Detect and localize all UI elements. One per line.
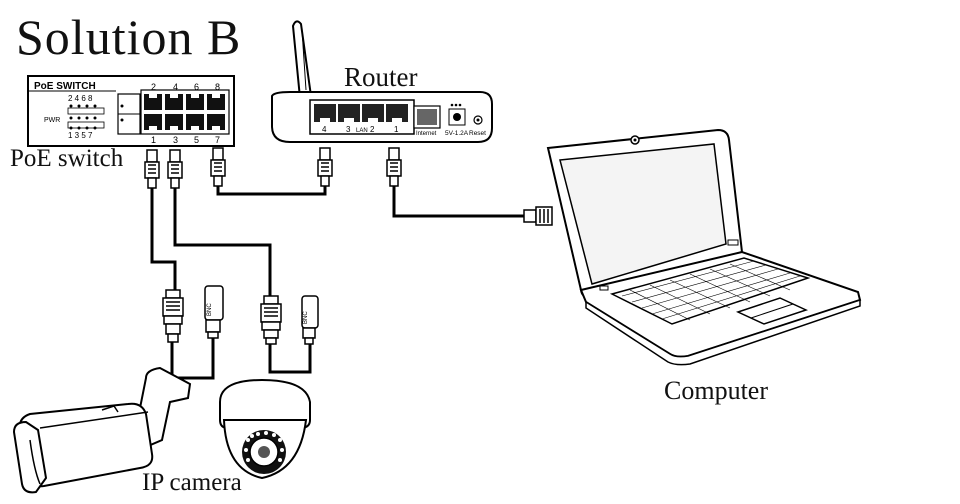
poe-pwr-label: PWR xyxy=(44,117,60,124)
router-antenna xyxy=(291,20,313,100)
dome-connector-mark: BNC xyxy=(303,311,309,324)
poe-port-num-1: 1 xyxy=(151,135,156,145)
router-port-num-1: 1 xyxy=(394,125,399,134)
cable-switch-to-router xyxy=(216,186,327,196)
dome-camera-base xyxy=(219,378,311,429)
router-port-num-3: 3 xyxy=(346,125,351,134)
poe-rj45-ports xyxy=(144,94,225,130)
poe-port-8 xyxy=(207,94,225,110)
poe-port-4 xyxy=(165,94,183,110)
keyboard-keys xyxy=(621,260,801,321)
dome-camera-splitter: BNC xyxy=(260,295,319,345)
plug-poe-uplink xyxy=(210,147,226,187)
router-lan-label: LAN xyxy=(356,128,368,134)
cables xyxy=(150,186,524,380)
cable-bullet-splitter xyxy=(170,335,215,380)
router-port-num-2: 2 xyxy=(370,125,375,134)
poe-status-leds xyxy=(69,104,97,130)
dome-camera-ir-leds xyxy=(244,431,284,462)
poe-led-top-numbers: 2 4 6 8 xyxy=(68,94,93,103)
ip-camera-label: IP camera xyxy=(142,469,242,496)
poe-port-num-7: 7 xyxy=(215,135,220,145)
bullet-camera-splitter: BNC xyxy=(162,285,224,343)
plug-poe-2 xyxy=(167,149,183,189)
poe-port-num-5: 5 xyxy=(194,135,199,145)
poe-port-num-2: 2 xyxy=(151,82,156,92)
cable-router-to-computer xyxy=(392,186,524,218)
poe-switch: PoE SWITCH 2 4 6 8 PWR 1 3 5 7 2 4 6 8 1… xyxy=(27,75,235,147)
poe-port-2 xyxy=(144,94,162,110)
laptop-ethernet-plug xyxy=(523,206,553,226)
router-internet-label: Internet xyxy=(416,131,437,137)
laptop-computer xyxy=(523,128,862,366)
router: 4 3 LAN 2 1 Internet 5V-1.2A Reset xyxy=(271,20,493,143)
bullet-connector-mark: BNC xyxy=(207,303,213,316)
poe-port-7 xyxy=(207,114,225,130)
page-title: Solution B xyxy=(16,9,242,65)
plug-router-computer xyxy=(386,147,402,187)
plug-poe-1 xyxy=(144,149,160,189)
router-reset-label: Reset xyxy=(469,130,486,137)
router-power-jack xyxy=(453,113,461,121)
poe-port-3 xyxy=(165,114,183,130)
bullet-camera-hood xyxy=(12,420,48,494)
poe-led-bottom-numbers: 1 3 5 7 xyxy=(68,131,93,140)
poe-port-5 xyxy=(186,114,204,130)
router-power-label: 5V-1.2A xyxy=(445,130,469,137)
router-label: Router xyxy=(344,62,418,92)
router-port-num-4: 4 xyxy=(322,125,327,134)
poe-port-num-3: 3 xyxy=(173,135,178,145)
poe-port-6 xyxy=(186,94,204,110)
cable-dome-splitter xyxy=(268,340,312,374)
router-internet-port xyxy=(417,109,437,125)
rj45-plugs-top xyxy=(144,147,402,189)
poe-port-1 xyxy=(144,114,162,130)
laptop-screen xyxy=(559,143,727,285)
bullet-camera xyxy=(12,366,192,494)
poe-switch-label: PoE switch xyxy=(10,145,124,172)
poe-switch-panel-title: PoE SWITCH xyxy=(34,81,96,92)
dome-camera xyxy=(219,378,311,480)
cable-switch-to-bullet-camera xyxy=(150,188,177,290)
bullet-camera-mount xyxy=(136,366,192,448)
poe-port-num-8: 8 xyxy=(215,82,220,92)
computer-label: Computer xyxy=(664,376,768,405)
plug-router-lan xyxy=(317,147,333,187)
poe-port-num-4: 4 xyxy=(173,82,178,92)
poe-port-num-6: 6 xyxy=(194,82,199,92)
cable-switch-to-dome-camera xyxy=(173,188,272,296)
router-lan-ports xyxy=(314,104,408,122)
